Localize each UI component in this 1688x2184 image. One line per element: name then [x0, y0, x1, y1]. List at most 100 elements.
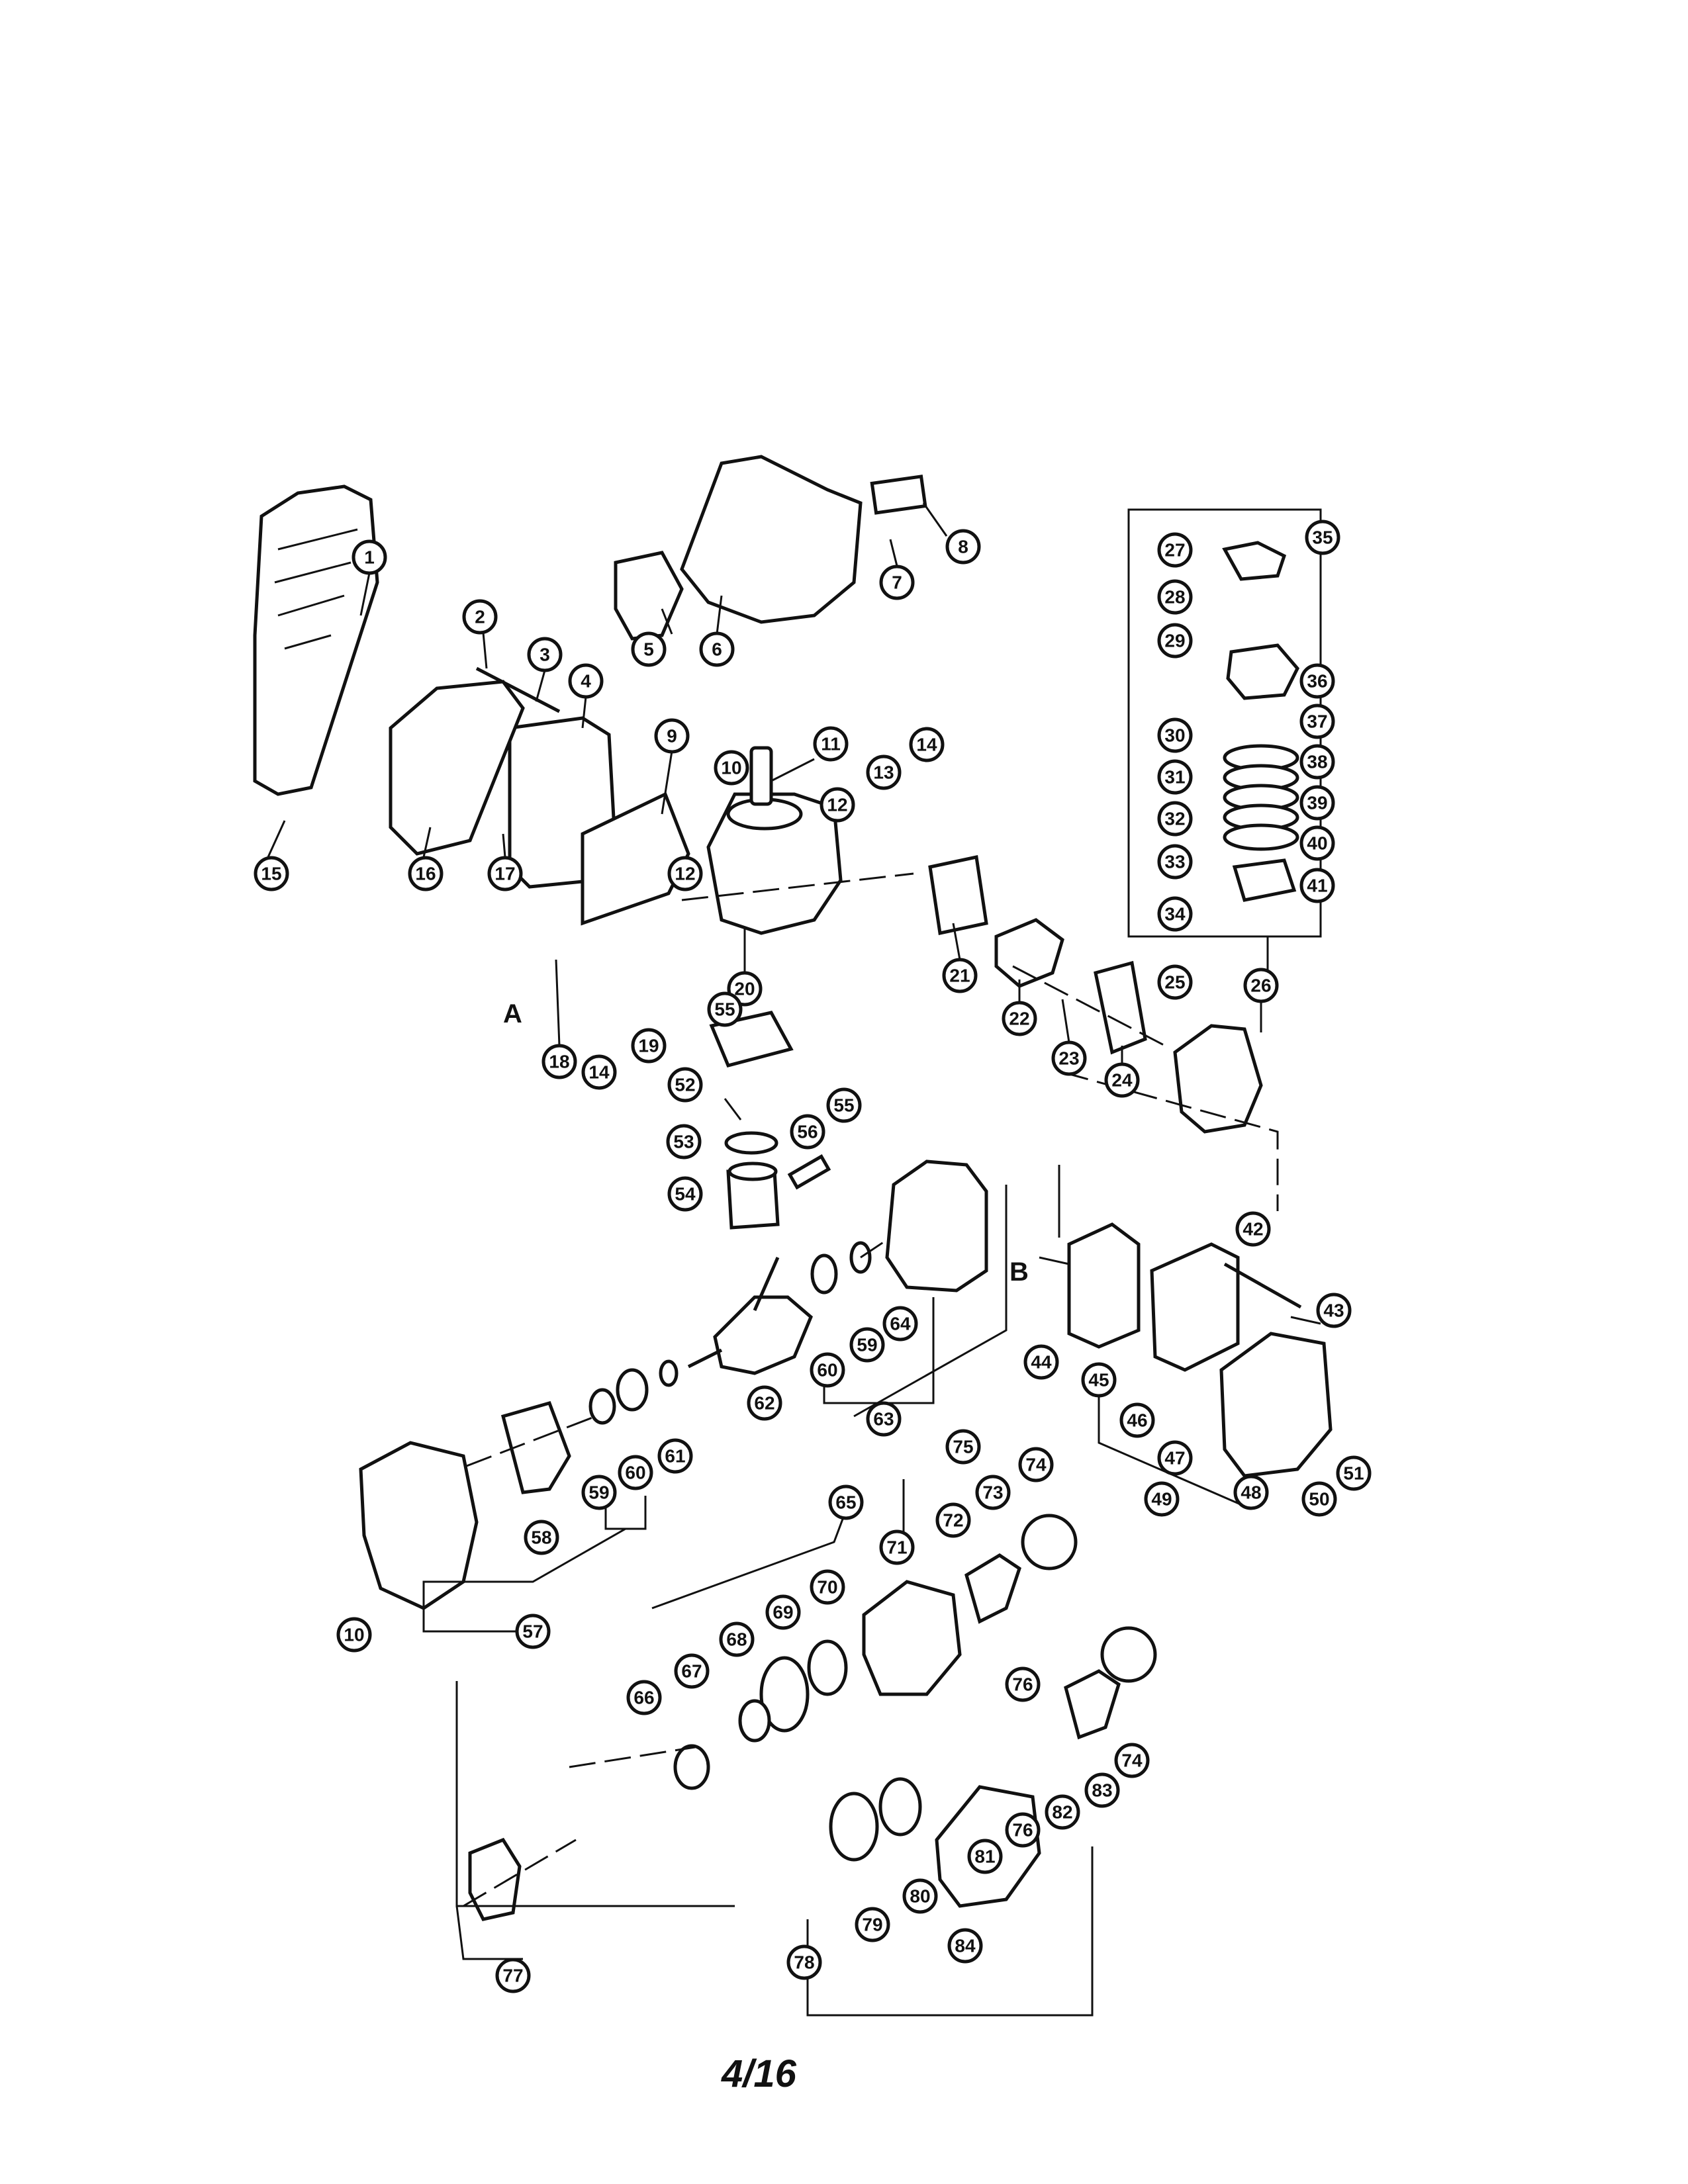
callout: 69	[765, 1594, 801, 1630]
svg-text:59: 59	[857, 1335, 877, 1355]
svg-text:1: 1	[364, 547, 375, 568]
callout: 59	[849, 1327, 885, 1363]
svg-text:54: 54	[675, 1184, 696, 1205]
svg-text:36: 36	[1307, 671, 1327, 692]
callout: 49	[1144, 1481, 1180, 1517]
callout: 79	[855, 1907, 890, 1942]
svg-text:8: 8	[958, 537, 968, 557]
callout: 65	[828, 1484, 864, 1520]
svg-text:42: 42	[1243, 1219, 1263, 1240]
callout: 58	[524, 1520, 559, 1555]
svg-text:33: 33	[1164, 852, 1185, 872]
callout: 18	[541, 1044, 577, 1079]
svg-text:55: 55	[714, 999, 735, 1020]
callout: 38	[1299, 744, 1335, 780]
callout: 5	[631, 631, 667, 667]
svg-text:26: 26	[1250, 976, 1271, 996]
svg-text:72: 72	[943, 1510, 963, 1531]
callout: 12	[820, 787, 855, 823]
callout: 55	[707, 991, 743, 1027]
svg-text:61: 61	[665, 1446, 685, 1467]
callout: 12	[667, 856, 703, 891]
carburetor-part	[1173, 1024, 1263, 1134]
svg-text:10: 10	[721, 758, 741, 778]
callout: 37	[1299, 704, 1335, 739]
svg-text:59: 59	[588, 1482, 609, 1503]
callout: 25	[1157, 964, 1193, 1000]
svg-text:30: 30	[1164, 725, 1185, 746]
svg-text:23: 23	[1058, 1048, 1079, 1069]
svg-text:78: 78	[794, 1952, 814, 1973]
svg-text:43: 43	[1323, 1300, 1344, 1321]
callout: 76	[1005, 1666, 1041, 1702]
svg-text:76: 76	[1012, 1820, 1033, 1841]
callout: 14	[581, 1054, 617, 1090]
callout: 62	[747, 1385, 782, 1421]
callout-labels: 1 2 3 4 5 6 7 8 9 10 11 12 13 14 15 16 1…	[254, 520, 1372, 1993]
callout: 70	[810, 1569, 845, 1605]
callout: 2	[462, 599, 498, 635]
svg-text:5: 5	[643, 639, 654, 660]
callout: 63	[866, 1401, 902, 1437]
callout: 29	[1157, 623, 1193, 659]
svg-text:83: 83	[1092, 1780, 1112, 1801]
callout: 36	[1299, 663, 1335, 699]
callout: 13	[866, 754, 902, 790]
callout: 39	[1299, 785, 1335, 821]
svg-text:68: 68	[726, 1629, 747, 1650]
callout: 78	[786, 1944, 822, 1980]
callout: 47	[1157, 1440, 1193, 1476]
reference-letter-a: A	[503, 999, 522, 1028]
svg-text:12: 12	[675, 864, 695, 884]
svg-text:47: 47	[1164, 1448, 1185, 1469]
callout: 71	[879, 1529, 915, 1565]
callout: 4	[568, 663, 604, 699]
callout: 45	[1081, 1362, 1117, 1398]
callout: 50	[1301, 1481, 1337, 1517]
callout: 84	[947, 1928, 983, 1964]
svg-text:20: 20	[734, 979, 755, 999]
svg-text:2: 2	[475, 607, 485, 627]
callout: 24	[1104, 1062, 1140, 1098]
starter-housing-part	[862, 1580, 962, 1696]
callout: 61	[657, 1438, 693, 1474]
svg-text:39: 39	[1307, 793, 1327, 813]
upper-cover-part	[680, 455, 863, 624]
callout: 60	[618, 1455, 653, 1490]
svg-text:51: 51	[1343, 1463, 1364, 1484]
svg-text:69: 69	[773, 1602, 793, 1623]
callout: 8	[945, 529, 981, 565]
svg-text:60: 60	[817, 1360, 837, 1381]
callout: 28	[1157, 579, 1193, 615]
callout: 21	[942, 958, 978, 993]
reference-letters: A B	[503, 999, 1029, 1287]
svg-text:28: 28	[1164, 587, 1185, 608]
svg-text:50: 50	[1309, 1489, 1329, 1510]
svg-text:3: 3	[539, 645, 550, 665]
svg-text:74: 74	[1121, 1751, 1143, 1771]
svg-text:56: 56	[797, 1122, 818, 1142]
svg-text:11: 11	[821, 734, 841, 754]
svg-text:25: 25	[1164, 972, 1185, 993]
svg-text:55: 55	[833, 1095, 854, 1116]
callout: 48	[1233, 1475, 1269, 1510]
callout: 14	[909, 727, 945, 762]
callout: 41	[1299, 868, 1335, 903]
callout: 80	[902, 1878, 938, 1914]
svg-text:60: 60	[625, 1463, 645, 1483]
svg-text:84: 84	[955, 1936, 976, 1956]
svg-text:44: 44	[1031, 1352, 1052, 1373]
callout: 22	[1002, 1001, 1037, 1036]
svg-text:74: 74	[1025, 1455, 1047, 1475]
leader-lines	[267, 502, 1322, 2017]
crankshaft-part	[713, 1295, 814, 1375]
callout: 42	[1235, 1211, 1271, 1247]
svg-text:14: 14	[588, 1062, 610, 1083]
callout: 34	[1157, 896, 1193, 932]
svg-text:53: 53	[673, 1132, 694, 1152]
callout: 73	[975, 1475, 1011, 1510]
svg-text:13: 13	[873, 762, 894, 783]
svg-text:27: 27	[1164, 540, 1185, 561]
svg-text:16: 16	[415, 864, 436, 884]
